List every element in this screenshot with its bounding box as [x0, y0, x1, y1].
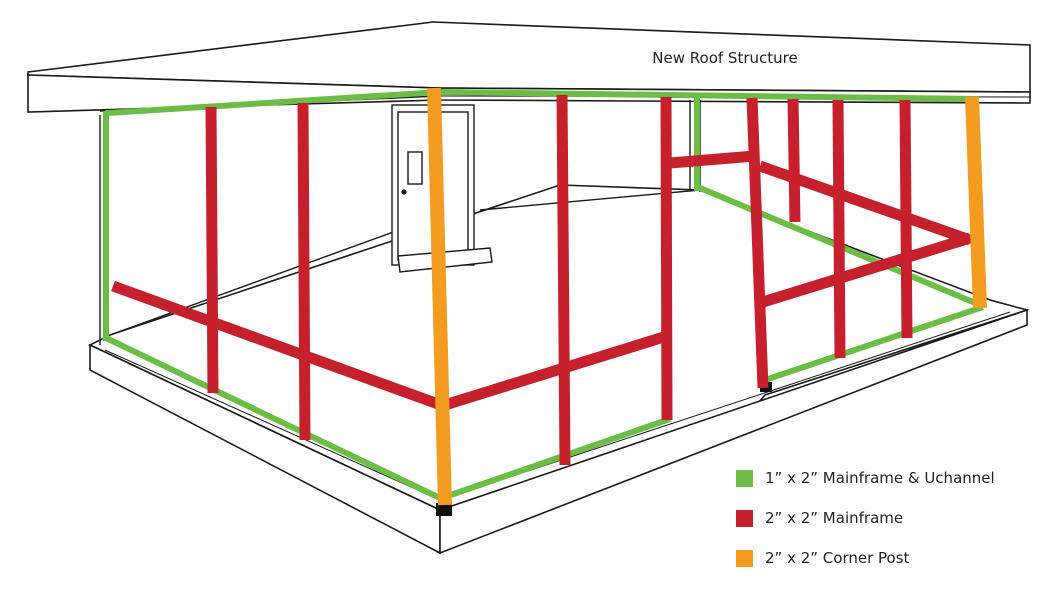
red-post-5 [746, 97, 769, 389]
corner-post-right [965, 96, 987, 309]
door-window [407, 151, 423, 185]
green-top-rail-front [104, 88, 444, 117]
legend-label: 1” x 2” Mainframe & Uchannel [765, 469, 995, 487]
post-base-left [436, 503, 452, 516]
red-post-3 [556, 94, 571, 466]
legend-label: 2” x 2” Corner Post [765, 549, 910, 567]
red-front-mid-rail [111, 280, 440, 410]
red-back-header [669, 150, 756, 169]
legend-item-mainframe: 2” x 2” Mainframe [736, 498, 1036, 538]
floor-slab [88, 184, 1030, 555]
corner-posts [427, 87, 987, 506]
mainframe-uchannel-members [101, 88, 984, 503]
door-knob-icon [401, 189, 407, 195]
slab-side-face [439, 308, 1028, 555]
corner-post-front [427, 87, 452, 506]
legend-swatch-orange [736, 549, 753, 567]
legend-label: 2” x 2” Mainframe [765, 509, 904, 527]
legend-swatch-red [736, 509, 753, 527]
legend: 1” x 2” Mainframe & Uchannel 2” x 2” Mai… [736, 458, 1036, 578]
red-post-4 [660, 96, 673, 421]
roof-structure-label: New Roof Structure [652, 49, 798, 67]
green-top-rail-side [436, 88, 979, 103]
green-bottom-rail-side-1 [441, 416, 671, 501]
legend-swatch-green [736, 469, 753, 487]
red-post-1 [205, 106, 219, 394]
green-bottom-rail-front [101, 333, 445, 503]
red-right-lower-rail [761, 232, 972, 308]
legend-item-corner-post: 2” x 2” Corner Post [736, 538, 1036, 578]
red-post-2 [297, 102, 311, 441]
red-right-upper-rail [758, 160, 972, 246]
red-post-7 [832, 99, 846, 359]
mainframe-members [111, 94, 972, 466]
red-side-mid-rail [446, 330, 669, 410]
green-bottom-rail-side-2 [761, 304, 984, 384]
legend-item-mainframe-uchannel: 1” x 2” Mainframe & Uchannel [736, 458, 1036, 498]
red-post-6 [787, 98, 801, 223]
